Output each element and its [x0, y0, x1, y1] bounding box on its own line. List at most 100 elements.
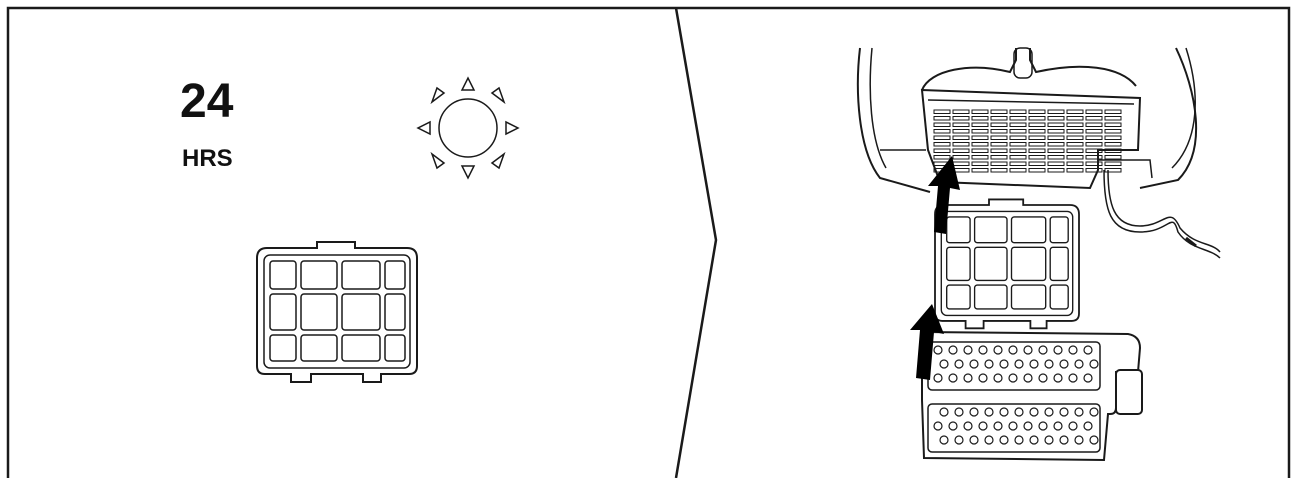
grille-slot [1028, 109, 1046, 114]
tray-hole [1053, 421, 1063, 431]
grille-slot [1028, 168, 1046, 173]
grille-slot [971, 155, 989, 160]
grille-slot [1085, 148, 1103, 153]
grille-slot [990, 122, 1008, 127]
tray-hole [933, 421, 943, 431]
grille-slot [1104, 155, 1122, 160]
tray-hole [984, 435, 994, 445]
grille-slot [1104, 122, 1122, 127]
tray-hole [954, 435, 964, 445]
grille-slot [1009, 116, 1027, 121]
grille-slot [1047, 161, 1065, 166]
grille-slot [1104, 148, 1122, 153]
tray-hole [948, 345, 958, 355]
grille-slot [952, 142, 970, 147]
grille-slot [952, 129, 970, 134]
grille-slot [971, 109, 989, 114]
grille-slot [1066, 168, 1084, 173]
tray-hole [1068, 373, 1078, 383]
grille-slot [933, 116, 951, 121]
tray-hole [1068, 345, 1078, 355]
grille-slot [933, 148, 951, 153]
grille-slot [933, 155, 951, 160]
tray-hole [1014, 407, 1024, 417]
tray-hole [1038, 373, 1048, 383]
grille-slot [952, 148, 970, 153]
grille-slot [971, 142, 989, 147]
grille-slot [933, 129, 951, 134]
tray-hole [1023, 345, 1033, 355]
grille-slot [971, 135, 989, 140]
duration-unit: HRS [182, 145, 233, 172]
grille-slot [1009, 122, 1027, 127]
grille-slot [952, 122, 970, 127]
foam-tray-illustration [921, 330, 1143, 462]
grille-slot [1047, 122, 1065, 127]
grille-slot [1009, 142, 1027, 147]
grille-slot [1104, 142, 1122, 147]
grille-slot [1085, 142, 1103, 147]
grille-slot [1047, 116, 1065, 121]
tray-hole [954, 359, 964, 369]
tray-hole [939, 435, 949, 445]
tray-hole [1089, 359, 1099, 369]
grille-slot [990, 116, 1008, 121]
grille-slot [990, 142, 1008, 147]
tray-hole [1038, 421, 1048, 431]
tray-hole [948, 373, 958, 383]
filter-icon [256, 241, 418, 383]
grille-slot [1085, 161, 1103, 166]
tray-hole [963, 421, 973, 431]
tray-hole [1044, 407, 1054, 417]
tray-hole [1059, 435, 1069, 445]
grille-slot [1085, 155, 1103, 160]
grille-slot [1028, 116, 1046, 121]
grille-slot [1085, 109, 1103, 114]
tray-hole [1089, 435, 1099, 445]
power-cord [1103, 169, 1221, 259]
grille-slot [952, 116, 970, 121]
filter-removed-icon [934, 198, 1080, 330]
grille-slot [1066, 161, 1084, 166]
grille-slot [971, 122, 989, 127]
vacuum-body-illustration [856, 47, 1198, 193]
grille-slot [1085, 135, 1103, 140]
tray-hole [948, 421, 958, 431]
grille-slot [1028, 155, 1046, 160]
grille-slot [1047, 109, 1065, 114]
tray-hole [1083, 421, 1093, 431]
grille-slot [933, 109, 951, 114]
grille-slot [1066, 142, 1084, 147]
grille-slot [1066, 135, 1084, 140]
tray-hole [1029, 435, 1039, 445]
grille-slot [1028, 135, 1046, 140]
tray-hole [1023, 373, 1033, 383]
tray-hole [978, 373, 988, 383]
tray-hole [993, 373, 1003, 383]
tray-hole [978, 421, 988, 431]
grille-slot [1028, 129, 1046, 134]
tray-hole [999, 435, 1009, 445]
grille-slot [1009, 155, 1027, 160]
tray-hole [1053, 373, 1063, 383]
grille-slot [1028, 161, 1046, 166]
grille-slot [1047, 135, 1065, 140]
grille-slot [952, 135, 970, 140]
tray-hole [984, 359, 994, 369]
tray-hole [978, 345, 988, 355]
grille-slot [1104, 161, 1122, 166]
grille-slot [1009, 168, 1027, 173]
grille-slot [933, 135, 951, 140]
grille-slot [1104, 168, 1122, 173]
grille-slot [990, 148, 1008, 153]
tray-hole [1044, 435, 1054, 445]
tray-hole [1074, 407, 1084, 417]
grille-slot [1104, 129, 1122, 134]
tray-hole [1008, 345, 1018, 355]
grille-slot [1066, 109, 1084, 114]
grille-slot [1066, 116, 1084, 121]
grille-slot [990, 109, 1008, 114]
grille-slot [952, 155, 970, 160]
tray-hole [939, 407, 949, 417]
